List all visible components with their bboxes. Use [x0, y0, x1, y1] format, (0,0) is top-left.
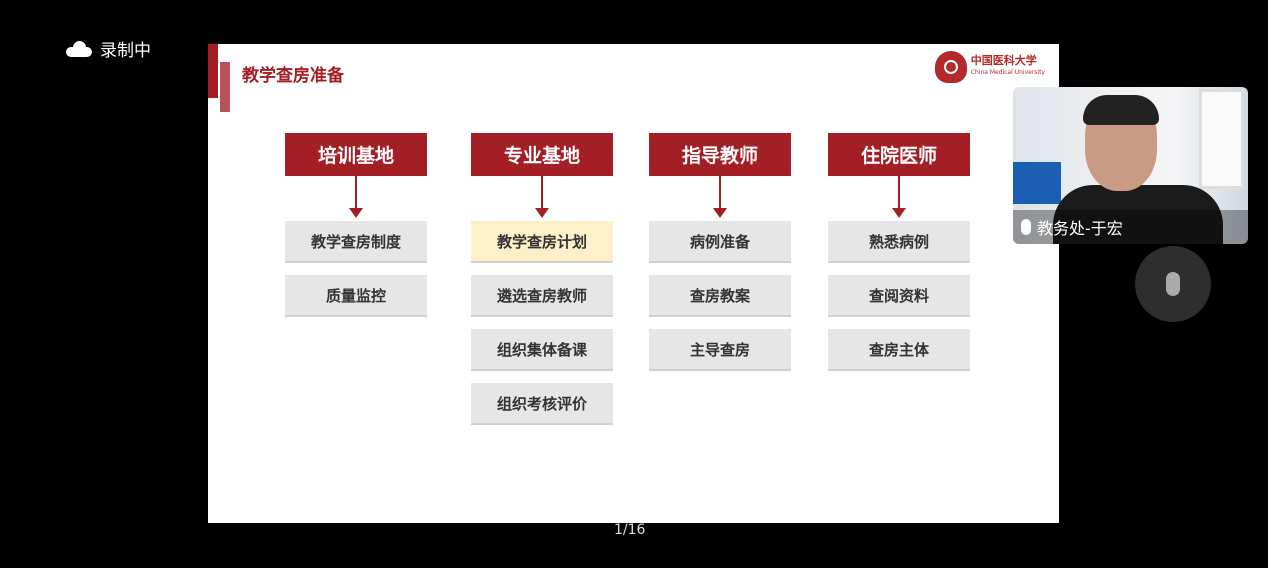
flow-item: 主导查房 — [649, 329, 791, 371]
arrow-down-icon — [828, 176, 970, 221]
page-indicator: 1/16 — [614, 522, 646, 538]
arrow-down-icon — [471, 176, 613, 221]
university-logo: 中国医科大学 China Medical University — [934, 51, 1045, 83]
participant-hair — [1083, 95, 1159, 125]
flow-item: 查阅资料 — [828, 275, 970, 317]
recording-label: 录制中 — [100, 41, 151, 61]
mute-microphone-button[interactable] — [1135, 246, 1211, 322]
title-accent-bar — [220, 62, 230, 112]
video-background-sofa — [1013, 162, 1061, 204]
video-background-window — [1199, 89, 1244, 189]
column-header: 指导教师 — [649, 133, 791, 176]
flow-item: 教学查房计划 — [471, 221, 613, 263]
arrow-down-icon — [285, 176, 427, 221]
flow-item: 教学查房制度 — [285, 221, 427, 263]
flow-item: 查房主体 — [828, 329, 970, 371]
microphone-muted-icon — [1166, 272, 1180, 296]
participant-name-bar: 教务处-于宏 — [1013, 210, 1248, 244]
participant-body — [1053, 185, 1223, 244]
flow-column: 住院医师熟悉病例查阅资料查房主体 — [828, 133, 970, 383]
slide-title: 教学查房准备 — [242, 66, 344, 86]
flow-column: 培训基地教学查房制度质量监控 — [285, 133, 427, 329]
flow-column: 专业基地教学查房计划遴选查房教师组织集体备课组织考核评价 — [471, 133, 613, 437]
column-header: 专业基地 — [471, 133, 613, 176]
cloud-icon — [66, 40, 92, 57]
flow-item: 病例准备 — [649, 221, 791, 263]
flow-item: 质量监控 — [285, 275, 427, 317]
column-header: 培训基地 — [285, 133, 427, 176]
logo-subtext: China Medical University — [970, 69, 1045, 76]
flow-item: 查房教案 — [649, 275, 791, 317]
flow-item: 熟悉病例 — [828, 221, 970, 263]
presentation-slide: 教学查房准备 中国医科大学 China Medical University 培训… — [208, 44, 1059, 523]
flow-item: 组织集体备课 — [471, 329, 613, 371]
column-header: 住院医师 — [828, 133, 970, 176]
participant-video[interactable]: 教务处-于宏 — [1013, 87, 1248, 244]
microphone-icon — [1021, 219, 1031, 235]
logo-text: 中国医科大学 — [970, 54, 1037, 67]
recording-indicator: 录制中 — [66, 36, 151, 61]
flow-item: 组织考核评价 — [471, 383, 613, 425]
university-seal-icon — [934, 51, 967, 83]
participant-name: 教务处-于宏 — [1037, 219, 1123, 238]
flow-column: 指导教师病例准备查房教案主导查房 — [649, 133, 791, 383]
arrow-down-icon — [649, 176, 791, 221]
flow-item: 遴选查房教师 — [471, 275, 613, 317]
title-accent-bar — [208, 44, 218, 98]
